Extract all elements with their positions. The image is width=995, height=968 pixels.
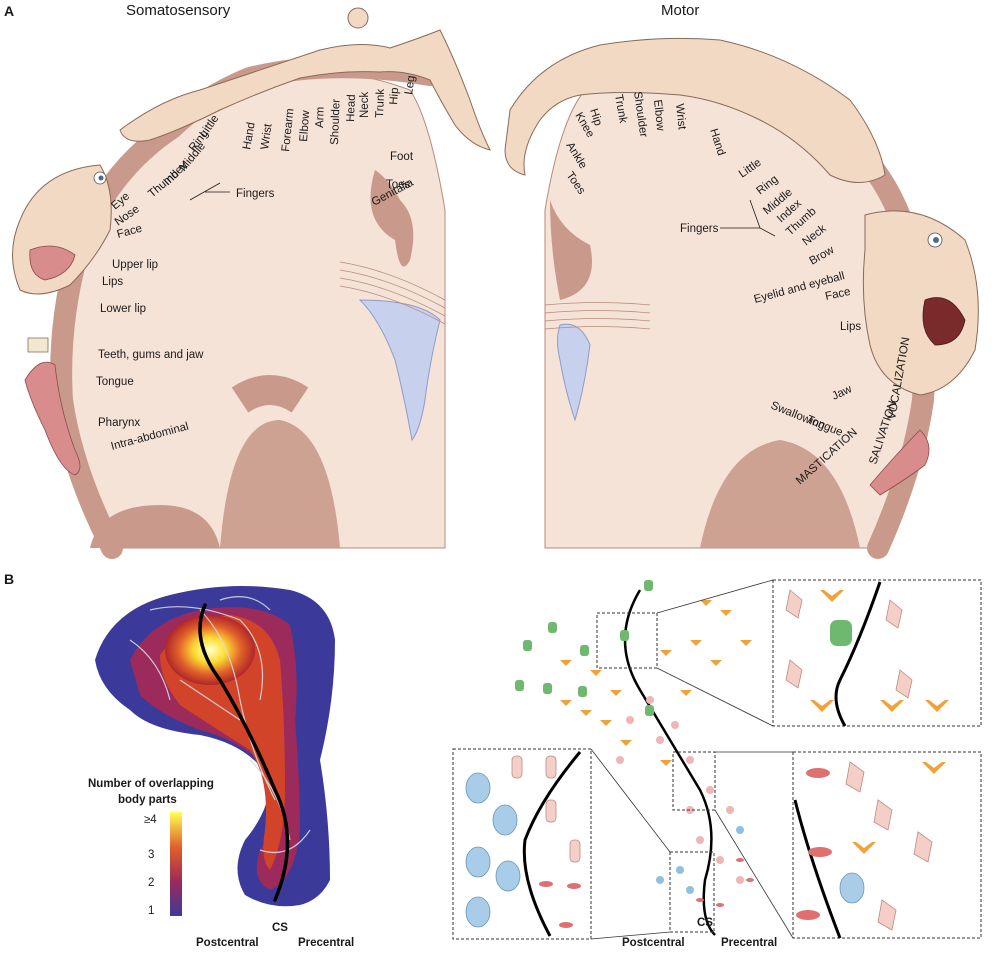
label-lips-sensory: Lips (102, 276, 123, 288)
label-hand: Hand (241, 121, 258, 150)
label-neck: Neck (359, 92, 371, 118)
panel-b-letter: B (4, 571, 14, 587)
left-precentral-label: Precentral (298, 937, 354, 949)
label-trunk: Trunk (374, 88, 387, 118)
label-wrist: Wrist (259, 122, 275, 150)
motor-homunculus (504, 37, 979, 496)
zoom-inset-bottom-right (793, 761, 946, 939)
legend-tick-1: 1 (148, 905, 154, 917)
label-hip: Hip (388, 87, 401, 105)
label-trunk-motor: Trunk (612, 93, 629, 124)
right-cs-label: CS (697, 917, 713, 929)
right-postcentral-label: Postcentral (622, 937, 685, 949)
label-foot: Foot (390, 151, 414, 163)
sensory-homunculus (12, 7, 491, 476)
label-upper-lip: Upper lip (112, 259, 158, 271)
heat-legend: Number of overlapping body parts ≥4 3 2 … (88, 778, 214, 917)
legend-tick-2: 2 (148, 877, 154, 889)
label-hip-motor: Hip (587, 107, 604, 127)
motor-title: Motor (661, 2, 699, 19)
label-toes-sensory: Toes (386, 179, 411, 191)
legend-title-1: Number of overlapping (88, 778, 214, 790)
label-arm: Arm (314, 107, 327, 128)
left-cs-label: CS (272, 922, 288, 934)
label-tongue-sensory: Tongue (96, 376, 134, 388)
label-fingers-motor: Fingers (680, 223, 719, 235)
label-lower-lip: Lower lip (100, 303, 146, 315)
legend-colorbar (170, 812, 182, 916)
label-forearm: Forearm (280, 108, 296, 152)
label-lips-motor: Lips (840, 321, 861, 333)
legend-tick-4: ≥4 (144, 814, 157, 826)
label-fingers-sensory: Fingers (236, 188, 275, 200)
left-postcentral-label: Postcentral (196, 937, 259, 949)
zoom-boxes (452, 579, 982, 940)
legend-title-2: body parts (118, 794, 177, 806)
somatosensory-title: Somatosensory (126, 2, 231, 19)
label-head: Head (345, 94, 358, 122)
label-elbow-motor: Elbow (651, 99, 666, 132)
sensory-hemisphere (50, 56, 446, 559)
label-shoulder: Shoulder (329, 99, 343, 146)
zoom-inset-bottom-left (465, 751, 582, 937)
right-precentral-label: Precentral (721, 937, 777, 949)
panel-a-letter: A (4, 3, 14, 19)
label-teeth: Teeth, gums and jaw (98, 349, 204, 361)
icon-scatter (515, 580, 754, 936)
legend-tick-3: 3 (148, 849, 154, 861)
label-leg: Leg (403, 75, 418, 96)
label-face-motor: Face (824, 286, 852, 303)
label-elbow: Elbow (298, 109, 312, 142)
overlap-heatmap (95, 586, 335, 907)
zoom-inset-top (785, 581, 949, 727)
label-wrist-motor: Wrist (673, 103, 688, 131)
label-pharynx: Pharynx (98, 417, 140, 429)
